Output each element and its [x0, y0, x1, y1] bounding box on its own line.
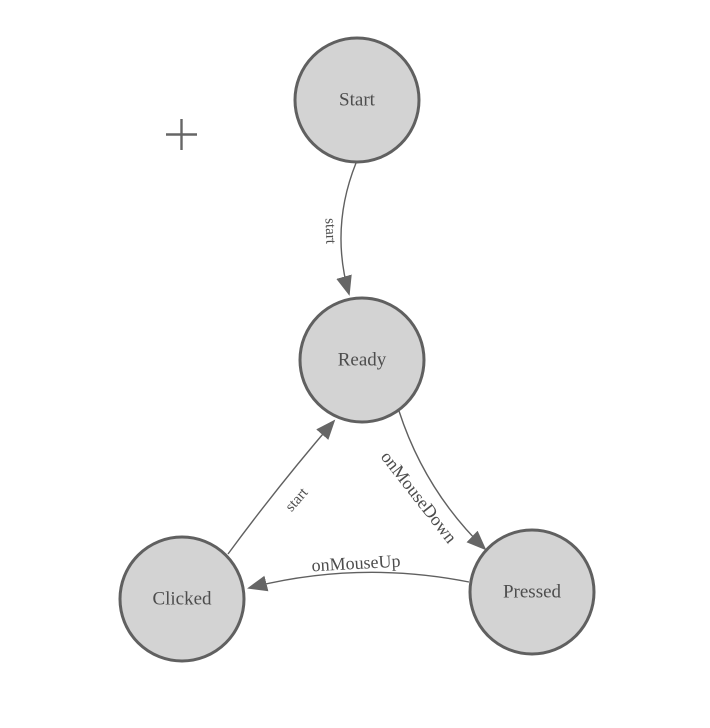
transition-label: onMouseDown — [377, 447, 461, 547]
state-label: Start — [339, 90, 376, 111]
transition-start-to-ready[interactable]: start — [322, 162, 357, 296]
transition-label: start — [322, 218, 339, 245]
state-label: Ready — [338, 350, 387, 371]
state-label: Pressed — [503, 582, 562, 603]
crosshair-icon — [166, 119, 197, 150]
transition-ready-to-pressed[interactable]: onMouseDown — [377, 410, 487, 551]
transition-clicked-to-ready[interactable]: start — [227, 419, 336, 555]
transition-label: start — [282, 484, 312, 515]
state-label: Clicked — [152, 589, 212, 610]
state-node-pressed[interactable]: Pressed — [468, 528, 596, 656]
transition-label: onMouseUp — [311, 551, 401, 576]
state-node-clicked[interactable]: Clicked — [118, 535, 246, 663]
transition-pressed-to-clicked[interactable]: onMouseUp — [247, 551, 470, 592]
state-node-start[interactable]: Start — [293, 36, 421, 164]
state-node-ready[interactable]: Ready — [298, 296, 426, 424]
